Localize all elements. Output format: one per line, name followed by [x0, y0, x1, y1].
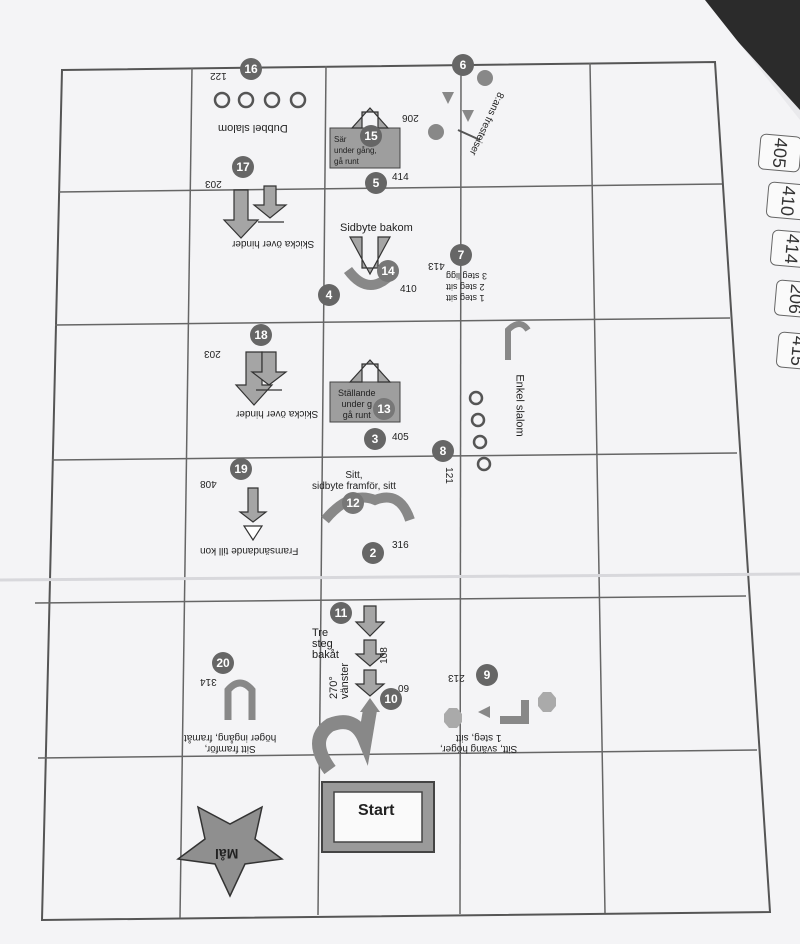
page-edge-tab: 415 [775, 331, 800, 371]
station-badge: 16 [240, 58, 262, 80]
star-icon [176, 805, 284, 898]
station-label: 1 steg sitt 2 steg sitt 3 steg ligg [446, 271, 488, 303]
goal-label: Mål [215, 846, 239, 862]
station-code: 206 [402, 112, 419, 123]
station-code: 413 [428, 260, 445, 271]
station-badge: 8 [432, 440, 454, 462]
station-label: Ställande under g gå runt [338, 388, 376, 420]
station-code: 405 [392, 432, 409, 443]
station-label: Tre steg bakåt [312, 627, 339, 661]
station-label: Sitt, sidbyte framför, sitt [312, 470, 396, 492]
station-badge: 4 [318, 284, 340, 306]
station-badge: 18 [250, 324, 272, 346]
station-badge: 19 [230, 458, 252, 480]
station-badge: 2 [362, 542, 384, 564]
station-badge: 6 [452, 54, 474, 76]
station-code: 203 [204, 348, 221, 359]
station-badge: 15 [360, 125, 382, 147]
station-code: 122 [210, 70, 227, 81]
page-edge-tab: 410 [765, 181, 800, 221]
station-badge: 14 [377, 260, 399, 282]
station-badge: 10 [380, 688, 402, 710]
station-code: 121 [442, 467, 454, 484]
cone-icon [428, 70, 493, 140]
station-code: 203 [205, 178, 222, 189]
station-badge: 3 [364, 428, 386, 450]
station-badge: 7 [450, 244, 472, 266]
station-badge: 11 [330, 602, 352, 624]
station-badge: 17 [232, 156, 254, 178]
station-badge: 9 [476, 664, 498, 686]
station-badge: 5 [365, 172, 387, 194]
station-code: 410 [400, 284, 417, 295]
page-edge-tab: 405 [757, 133, 800, 173]
station-label: Skicka över hinder [232, 238, 315, 249]
page-edge-tab: 206 [773, 279, 800, 319]
station-code: 414 [392, 172, 409, 183]
station-label: Sidbyte bakom [340, 222, 413, 234]
station-code: 108 [378, 647, 390, 664]
station-label: Sär under gång, gå runt [334, 135, 377, 166]
station-code: 213 [448, 672, 465, 683]
station-label: Skicka över hinder [236, 408, 319, 419]
course-grid [40, 60, 772, 922]
station-code: 316 [392, 540, 409, 551]
station-code: 408 [200, 478, 217, 489]
station-label: Framsändande till kon [200, 545, 299, 556]
station-label: Dubbel slalom [218, 122, 288, 134]
station-code: 314 [200, 676, 217, 687]
start-box [321, 781, 435, 853]
station-badge: 12 [342, 492, 364, 514]
page-edge-tab: 414 [769, 229, 800, 269]
slalom-icon [213, 91, 307, 109]
station-label: Sitt framför, höger ingång, framåt [184, 732, 277, 754]
station-code: 09 [398, 684, 410, 695]
start-label: Start [358, 802, 395, 819]
station-badge: 13 [373, 398, 395, 420]
stop-sign-icon [538, 692, 556, 712]
station-label: 270° vänster [328, 662, 352, 700]
station-label: Sitt, sväng höger, 1 steg, sitt [440, 732, 518, 754]
station-badge: 20 [212, 652, 234, 674]
station-label: Enkel slalom [513, 374, 526, 437]
